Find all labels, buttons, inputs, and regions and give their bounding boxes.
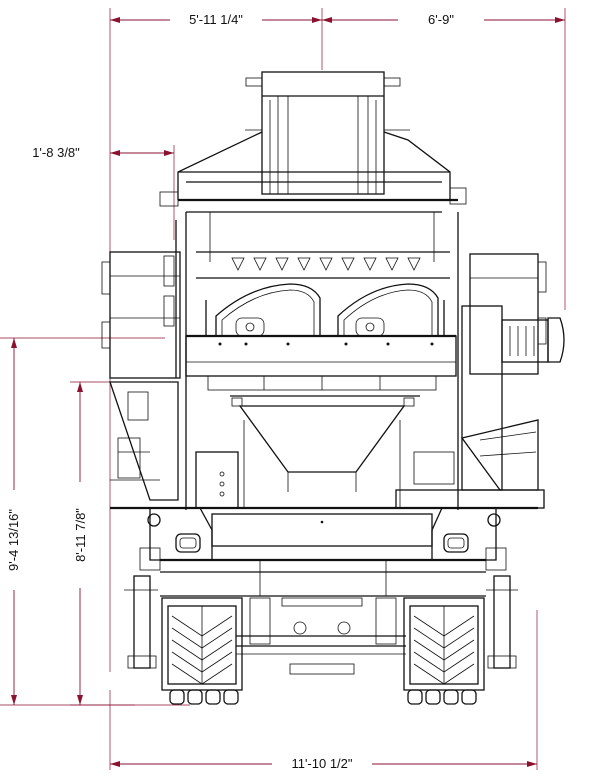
dimension-lines [0, 8, 566, 770]
dim-arrow [77, 382, 83, 392]
chassis-beam [110, 506, 538, 597]
dim-arrow [11, 338, 17, 348]
dim-arrow [11, 695, 17, 705]
dim-label-side-offset: 1'-8 3/8" [32, 145, 80, 160]
dimension-labels: 5'-11 1/4" 6'-9" 1'-8 3/8" 9'-4 13/16" 8… [6, 12, 454, 771]
dim-label-overall-width: 11'-10 1/2" [291, 756, 352, 771]
dim-label-top-left: 5'-11 1/4" [189, 12, 243, 27]
dim-arrow [312, 17, 322, 23]
dim-arrow [527, 761, 537, 767]
dim-arrow [110, 17, 120, 23]
side-posts [124, 575, 518, 669]
dim-arrow [110, 761, 120, 767]
dim-arrow [110, 150, 120, 156]
upper-frame [159, 131, 467, 262]
machine-body [101, 71, 565, 705]
dim-label-top-right: 6'-9" [428, 12, 454, 27]
rotor-housings [205, 283, 445, 337]
dim-arrow [555, 17, 565, 23]
dim-arrow [164, 150, 174, 156]
undercarriage [236, 597, 406, 675]
right-structure [395, 212, 565, 510]
dim-arrow [77, 695, 83, 705]
left-track [161, 597, 243, 705]
discharge-chute [238, 405, 406, 492]
dim-arrow [322, 17, 332, 23]
screen-band [196, 251, 450, 279]
dim-label-overall-height: 9'-4 13/16" [6, 509, 21, 571]
dim-label-frame-height: 8'-11 7/8" [73, 508, 88, 562]
left-structure [101, 212, 187, 510]
right-track [403, 597, 485, 705]
lower-panels [195, 420, 401, 509]
main-chamber [185, 334, 457, 407]
top-feed-box [245, 71, 410, 195]
